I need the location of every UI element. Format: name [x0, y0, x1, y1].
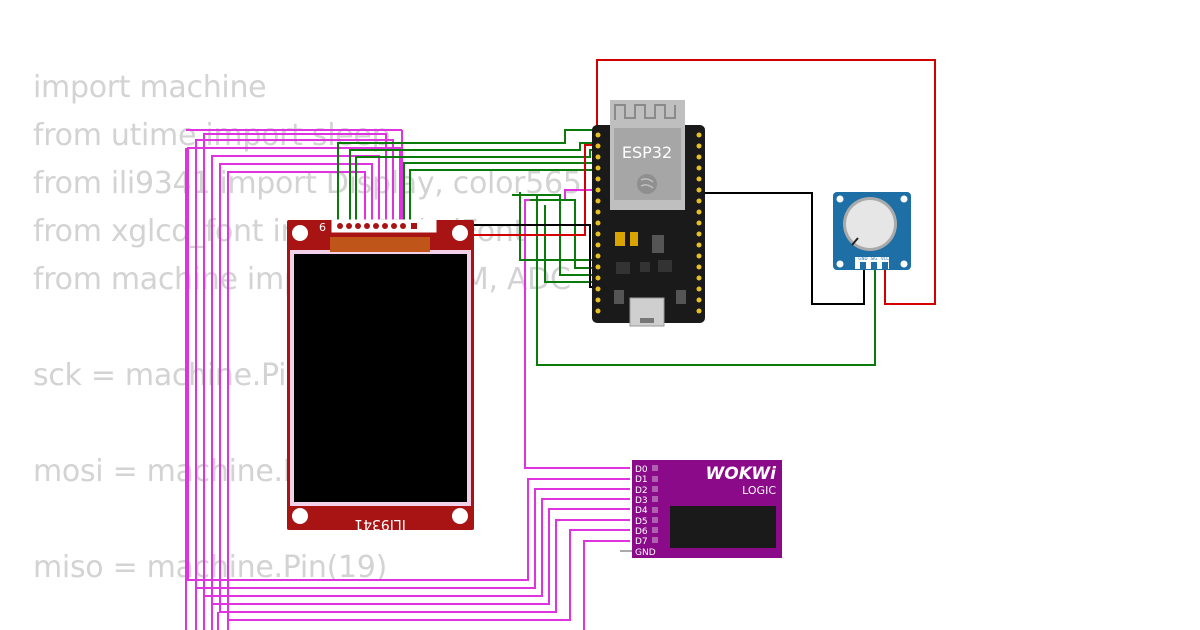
logic-brand: WOKWi — [706, 464, 778, 484]
code-line: import machine — [33, 70, 267, 105]
logic-pin-d2: D2 — [635, 486, 648, 496]
logic-pin-gnd: GND — [635, 548, 656, 558]
logic-label: LOGIC — [742, 484, 776, 497]
boot-button — [676, 290, 686, 304]
capacitor — [615, 232, 625, 246]
logic-screen — [670, 506, 776, 548]
capacitor — [630, 232, 638, 246]
en-button — [614, 290, 624, 304]
espressif-logo-icon — [637, 174, 657, 194]
logic-analyzer: WOKWi LOGIC D0 D1 D2 D3 D4 D5 D6 D7 GND — [620, 460, 782, 558]
flex-cable — [330, 237, 430, 252]
display-label: ILI9341 — [354, 516, 406, 532]
logic-pin-d6: D6 — [635, 527, 648, 537]
potentiometer: GND SIG VCC — [833, 192, 911, 270]
antenna-trace — [614, 104, 676, 120]
display-pin-header — [337, 223, 417, 229]
mount-hole — [292, 508, 308, 524]
pot-pin-vcc: VCC — [881, 256, 890, 261]
regulator — [652, 235, 664, 253]
logic-pin-d5: D5 — [635, 517, 648, 527]
micro-usb-port — [629, 297, 665, 327]
esp32-board: ESP32 — [592, 100, 705, 327]
knob — [846, 200, 894, 248]
logic-pin-d4: D4 — [635, 506, 648, 516]
logic-pin-d7: D7 — [635, 537, 648, 547]
pot-pin-sig: SIG — [871, 256, 878, 261]
mount-hole — [292, 225, 308, 241]
ili9341-display: 9 1 ILI9341 — [287, 219, 474, 532]
display-screen — [294, 254, 467, 502]
logic-pin-pads — [652, 465, 658, 543]
mount-hole — [452, 508, 468, 524]
mount-hole — [452, 225, 468, 241]
display-pin-last: 1 — [427, 220, 434, 233]
esp32-left-pins — [595, 132, 601, 314]
logic-pin-d3: D3 — [635, 496, 648, 506]
logic-pin-d1: D1 — [635, 475, 648, 485]
display-pin-first: 9 — [319, 220, 326, 233]
esp32-right-pins — [696, 132, 702, 314]
knob-indicator — [851, 237, 859, 246]
logic-pin-d0: D0 — [635, 465, 648, 475]
pot-pin-gnd: GND — [858, 256, 867, 261]
esp32-label: ESP32 — [622, 143, 672, 162]
